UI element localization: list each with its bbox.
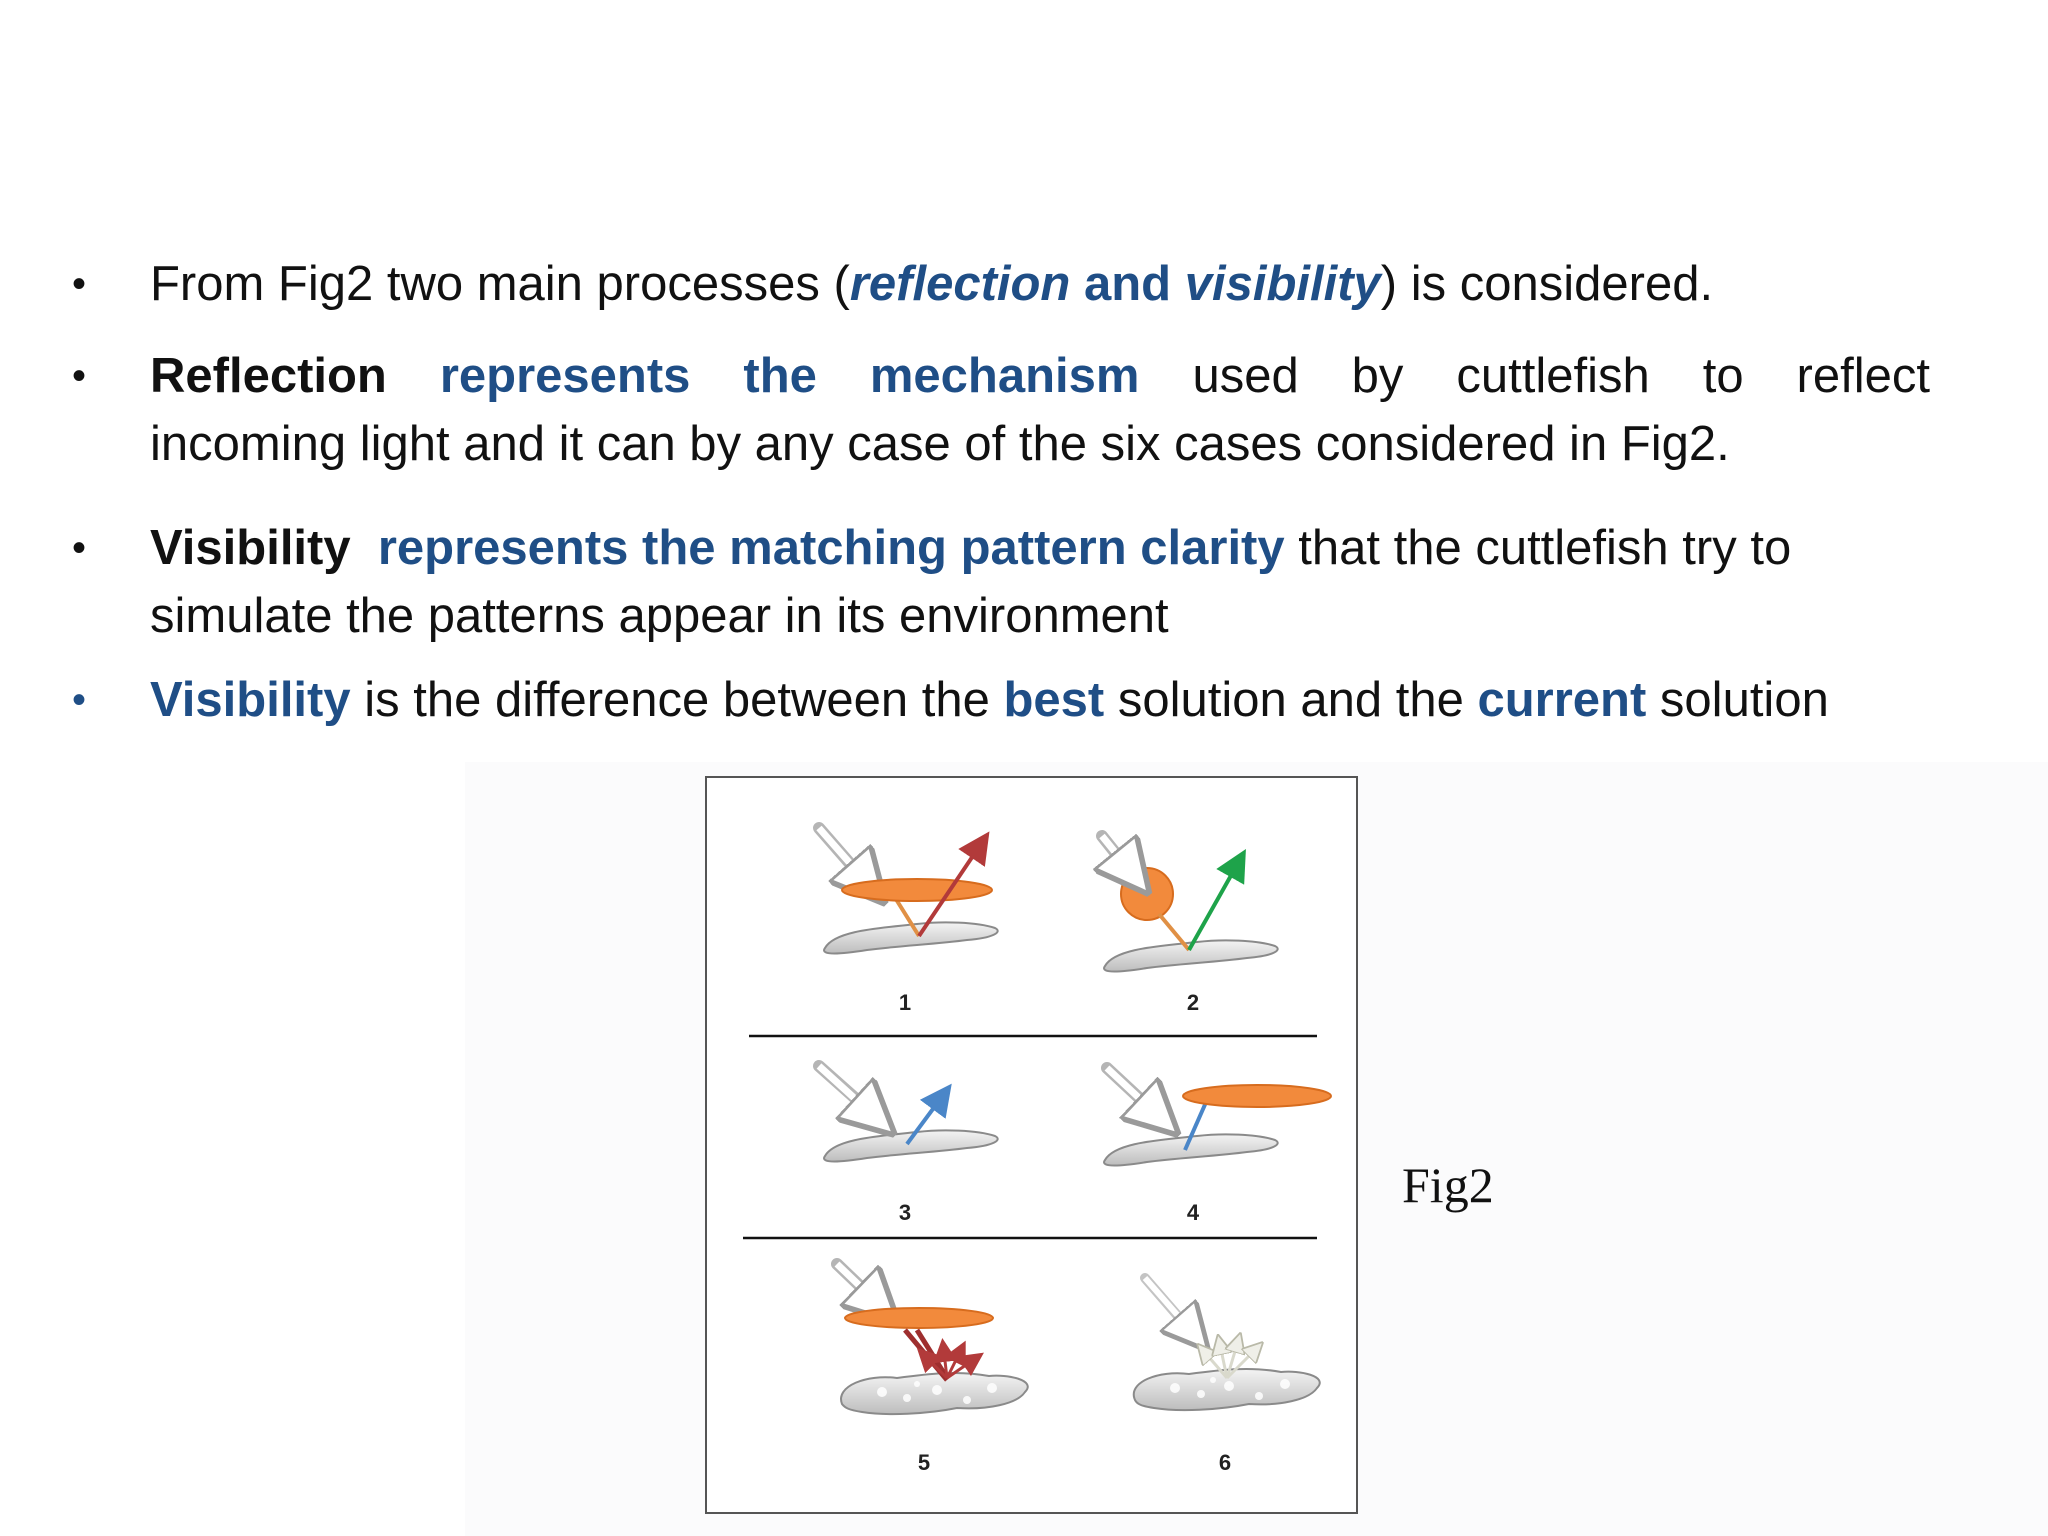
term-visibility: Visibility: [150, 521, 351, 575]
chromatophore-disc: [844, 1307, 994, 1329]
reflected-ray-green: [1187, 849, 1246, 951]
figure-fig2: 1 2 3 4: [705, 776, 1358, 1514]
chromatophore-disc: [841, 878, 993, 902]
bullet-dot: •: [72, 526, 87, 570]
rock-3: [823, 1129, 999, 1163]
bullet-visibility-difference: • Visibility is the difference between t…: [72, 666, 1972, 734]
bullet-dot: •: [72, 262, 87, 306]
text: ) is considered.: [1380, 257, 1714, 311]
case-label-6: 6: [1219, 1450, 1231, 1475]
case-1-diagram: 1: [813, 822, 999, 1015]
text: is the difference between the: [350, 673, 1004, 727]
figure-caption: Fig2: [1402, 1157, 1494, 1213]
refracted-ray: [1157, 912, 1191, 952]
bullet-dot: •: [72, 678, 87, 722]
scattered-rays-faint: [1201, 1338, 1259, 1380]
reflected-ray-blue: [905, 1083, 952, 1146]
term-current: current: [1477, 673, 1647, 727]
text: solution: [1646, 673, 1829, 727]
case-label-1: 1: [899, 990, 911, 1015]
text: that the cuttlefish try to simulate the …: [150, 521, 1792, 643]
text: incoming light and it can by any case of…: [150, 417, 1730, 471]
case-label-4: 4: [1187, 1200, 1200, 1225]
term-best: best: [1003, 673, 1105, 727]
figure-diagram: 1 2 3 4: [743, 822, 1332, 1475]
case-label-5: 5: [918, 1450, 930, 1475]
bullet-reflection: • Reflection represents the mechanism us…: [72, 342, 1930, 478]
bullet-dot: •: [72, 354, 87, 398]
case-5-diagram: 5: [831, 1258, 1029, 1475]
bullet-processes: • From Fig2 two main processes (reflecti…: [72, 250, 1972, 318]
case-3-diagram: 3: [813, 1060, 999, 1225]
visibility-definition: represents the matching pattern clarity: [377, 521, 1285, 575]
case-4-diagram: 4: [1101, 1062, 1332, 1225]
bullet-visibility-pattern: • Visibility represents the matching pat…: [72, 514, 1972, 650]
reflection-definition: represents the mechanism: [439, 349, 1140, 403]
text: used by cuttlefish to reflect: [1192, 349, 1930, 403]
rock-1: [823, 921, 999, 955]
reflected-ray-red: [917, 831, 990, 938]
case-6-diagram: 6: [1132, 1273, 1321, 1475]
justified-line: Reflection represents the mechanism used…: [150, 342, 1930, 410]
case-label-3: 3: [899, 1200, 911, 1225]
rock-2: [1103, 939, 1279, 973]
text: From Fig2 two main processes (: [150, 257, 850, 311]
case-2-diagram: 2: [1102, 830, 1279, 1015]
chromatophore-disc: [1182, 1084, 1332, 1108]
term-reflection: reflection: [849, 257, 1071, 311]
reflected-ray-blue: [1183, 1099, 1209, 1151]
term-visibility: visibility: [1184, 257, 1381, 311]
text: solution and the: [1104, 673, 1478, 727]
term-reflection: Reflection: [150, 349, 387, 403]
case-label-2: 2: [1187, 990, 1199, 1015]
term-visibility: Visibility: [150, 673, 351, 727]
text-and: and: [1070, 257, 1185, 311]
bullet-list: • From Fig2 two main processes (reflecti…: [72, 250, 1972, 734]
